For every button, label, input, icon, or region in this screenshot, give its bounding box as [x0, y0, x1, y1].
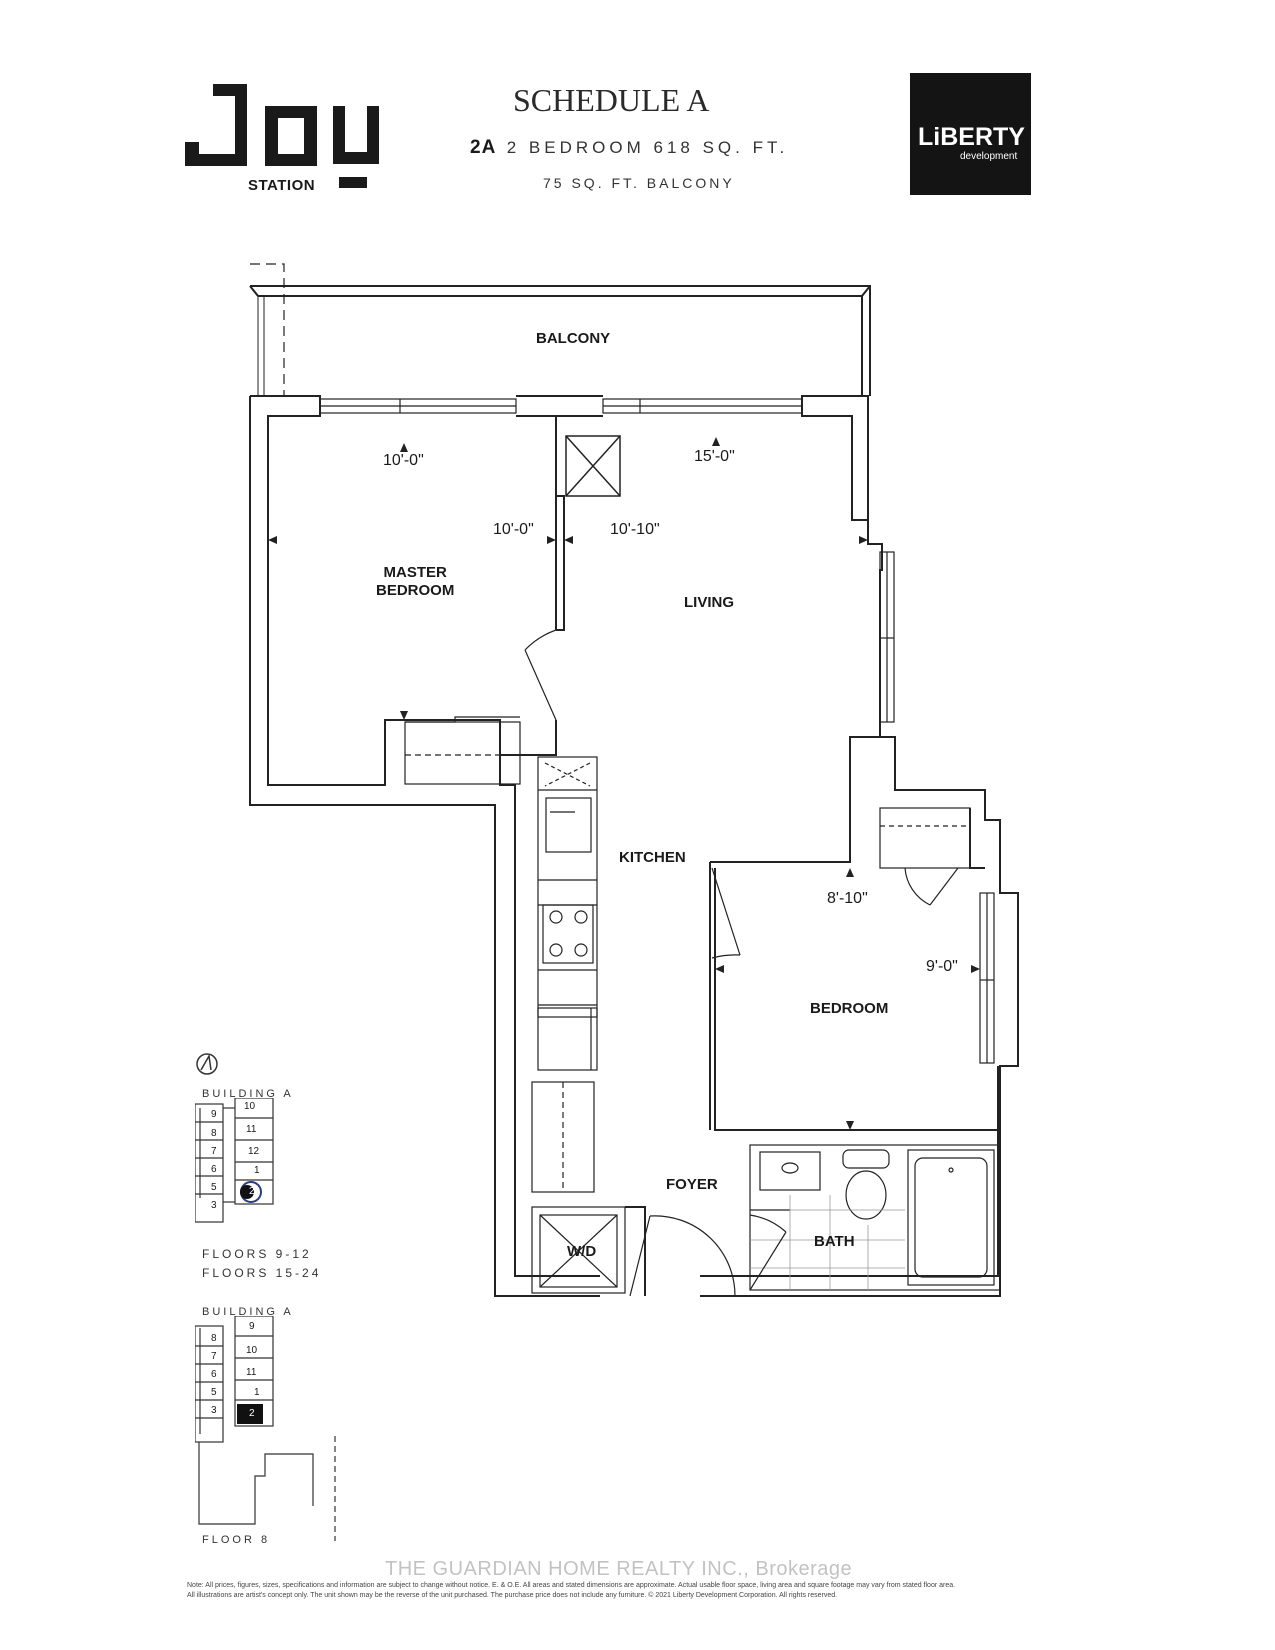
keyplan-upper-floors: FLOORS 9-12 FLOORS 15-24 [202, 1245, 321, 1283]
windows-right [879, 551, 995, 1064]
keyplan-upper-unit-5: 5 [211, 1182, 217, 1193]
unit-code: 2A [470, 137, 497, 158]
unit-description: 2 BEDROOM 618 SQ. FT. [506, 138, 789, 157]
windows-top [319, 398, 803, 414]
room-label-master-bedroom: MASTER BEDROOM [376, 564, 454, 600]
keyplan-lower-unit-10: 10 [246, 1345, 258, 1356]
floors-line-1: FLOORS 9-12 [202, 1247, 312, 1261]
schedule-title: SCHEDULE A [513, 82, 710, 118]
keyplan-upper-unit-3: 3 [211, 1200, 217, 1211]
dim-living-width: 15'-0" [694, 448, 735, 465]
dim-master-width: 10'-0" [383, 452, 424, 469]
master-closet [404, 716, 521, 785]
keyplan-lower-unit-2: 2 [249, 1408, 255, 1419]
watermark: THE GUARDIAN HOME REALTY INC., Brokerage [385, 1558, 853, 1580]
unit-line: 2A 2 BEDROOM 618 SQ. FT. [470, 137, 788, 159]
keyplan-lower-unit-11: 11 [246, 1367, 257, 1378]
room-label-living: LIVING [684, 594, 735, 611]
room-label-balcony: BALCONY [536, 330, 611, 347]
developer-logo: LiBERTY development [910, 73, 1031, 195]
room-label-kitchen: KITCHEN [619, 849, 686, 866]
keyplan-lower-unit-6: 6 [211, 1369, 217, 1380]
project-logo [185, 84, 400, 194]
developer-name: LiBERTY [918, 123, 1025, 151]
disclaimer-line-1: Note: All prices, figures, sizes, specif… [187, 1582, 956, 1589]
keyplan-lower-floor: FLOOR 8 [202, 1534, 271, 1546]
dim-master-depth: 10'-0" [493, 521, 534, 538]
room-label-bedroom: BEDROOM [810, 1000, 889, 1017]
master-bedroom-line-1: MASTER [383, 564, 447, 581]
keyplan-lower-building: BUILDING A [202, 1306, 294, 1318]
keyplan-upper-unit-7: 7 [211, 1146, 217, 1157]
keyplan-lower-unit-5: 5 [211, 1387, 217, 1398]
kitchen-counter [531, 756, 598, 1193]
dim-bedroom-depth: 9'-0" [926, 958, 958, 975]
keyplan-lower-unit-9: 9 [249, 1321, 255, 1332]
keyplan-upper-unit-8: 8 [211, 1128, 217, 1139]
keyplan-lower-unit-7: 7 [211, 1351, 217, 1362]
keyplan-upper-unit-10: 10 [244, 1101, 256, 1112]
keyplan-upper-unit-11: 11 [246, 1124, 257, 1135]
shaft [565, 435, 621, 497]
dim-bedroom-width: 8'-10" [827, 890, 868, 907]
disclaimer: Note: All prices, figures, sizes, specif… [187, 1581, 1087, 1601]
master-bedroom-line-2: BEDROOM [376, 582, 455, 599]
bedroom-walls [709, 736, 1000, 1131]
balcony-area: 75 SQ. FT. BALCONY [543, 175, 735, 191]
disclaimer-line-2: All illustrations are artist's concept o… [187, 1592, 838, 1599]
keyplan-lower-unit-8: 8 [211, 1333, 217, 1344]
dim-living-depth: 10'-10" [610, 521, 660, 538]
keyplan-upper-unit-9: 9 [211, 1109, 217, 1120]
dimension-arrows [268, 437, 980, 1130]
keyplan-lower [195, 1316, 336, 1541]
washer-dryer [531, 1206, 626, 1294]
project-logo-subtitle: STATION [248, 177, 316, 194]
keyplan-upper [195, 1098, 274, 1223]
balcony-outline [249, 263, 871, 396]
keyplan-upper-building: BUILDING A [202, 1088, 294, 1100]
developer-subtitle: development [960, 151, 1018, 162]
north-arrow-icon [196, 1053, 218, 1075]
keyplan-upper-unit-1: 1 [254, 1165, 260, 1176]
keyplan-upper-unit-2: 2 [249, 1186, 255, 1197]
keyplan-upper-unit-6: 6 [211, 1164, 217, 1175]
room-label-wd: W/D [567, 1243, 597, 1260]
joy-logo-mark [185, 84, 379, 188]
room-label-foyer: FOYER [666, 1176, 718, 1193]
floors-line-2: FLOORS 15-24 [202, 1266, 322, 1280]
room-label-bath: BATH [814, 1233, 855, 1250]
keyplan-lower-unit-3: 3 [211, 1405, 217, 1416]
keyplan-lower-unit-1: 1 [254, 1387, 260, 1398]
keyplan-upper-unit-12: 12 [248, 1146, 260, 1157]
bathroom [749, 1144, 1001, 1291]
